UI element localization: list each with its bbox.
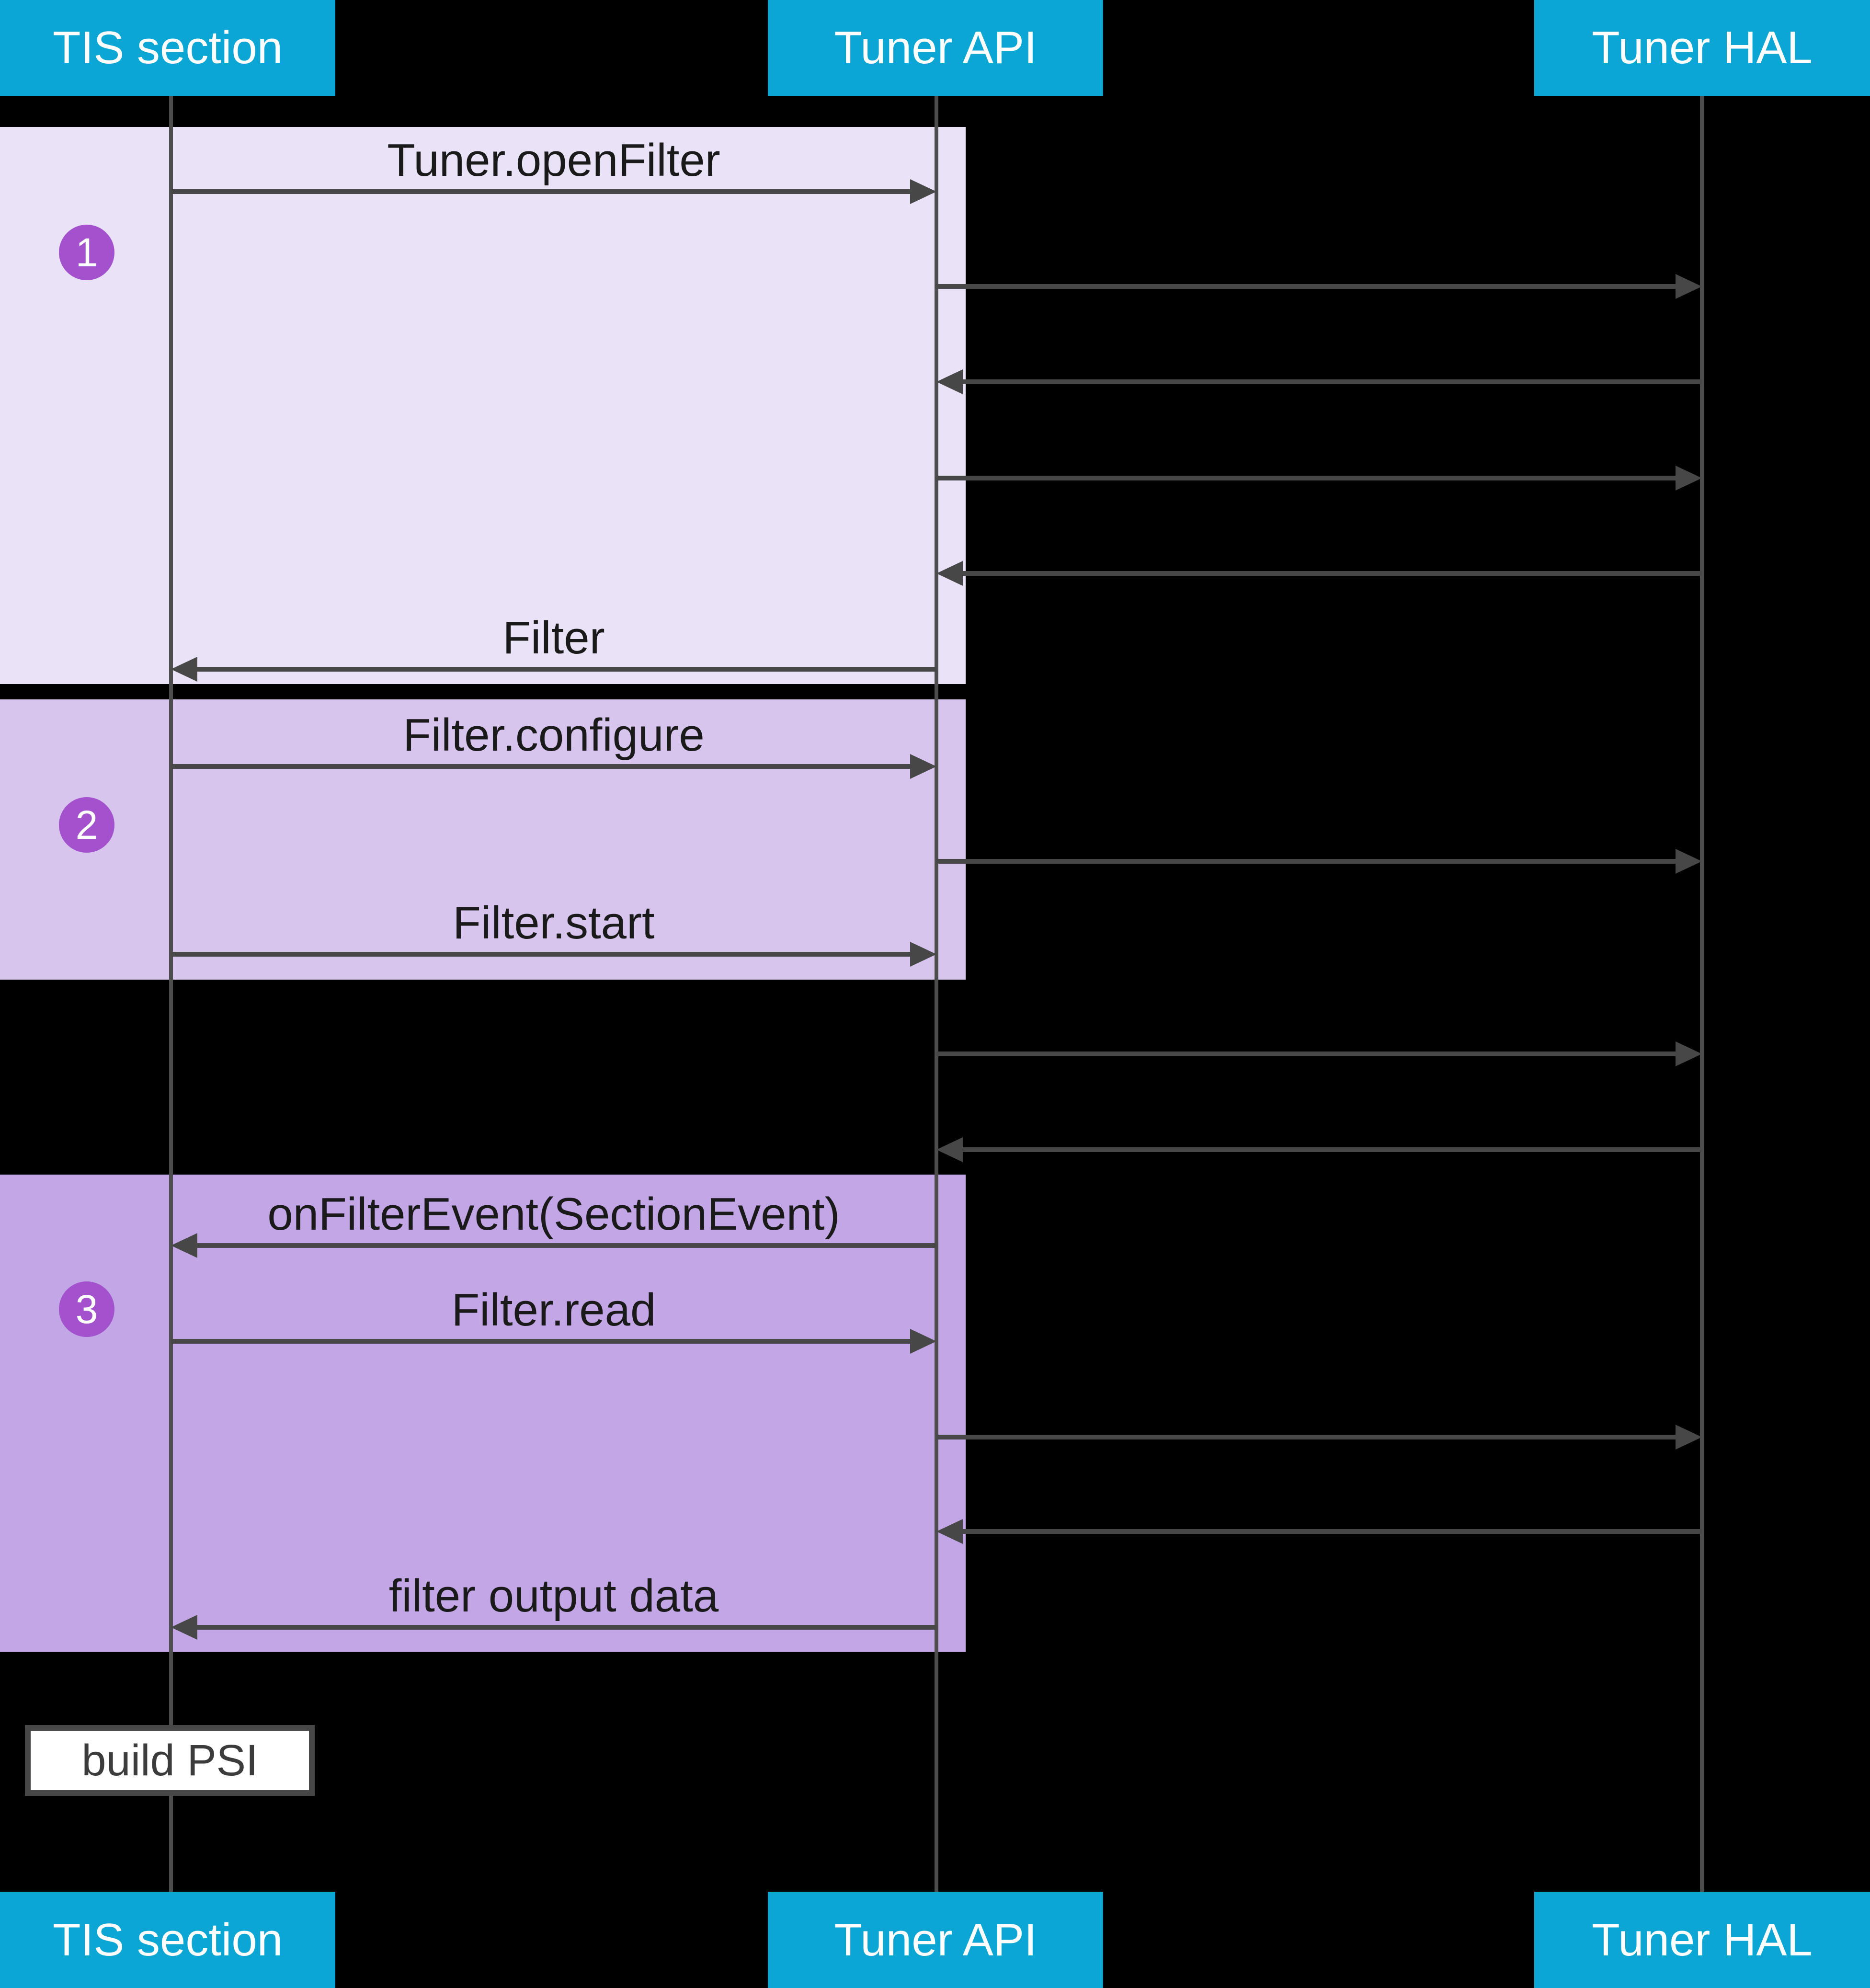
step-1-badge: 1 bbox=[59, 225, 114, 280]
arrow-api-to-hal bbox=[936, 1425, 1702, 1450]
message-label-filter-start: Filter.start bbox=[453, 897, 655, 948]
arrow-hal-to-api bbox=[936, 1137, 1702, 1162]
arrow-tis-to-api-start bbox=[171, 942, 936, 967]
arrow-tis-to-api-read bbox=[171, 1329, 936, 1354]
message-label-filter-output-data: filter output data bbox=[388, 1570, 719, 1622]
arrow-hal-to-api bbox=[936, 1519, 1702, 1544]
activation-block-step-1 bbox=[0, 127, 966, 684]
participant-header-tis-section-top: TIS section bbox=[0, 0, 335, 96]
participant-header-tuner-api-top: Tuner API bbox=[768, 0, 1103, 96]
activation-block-step-2 bbox=[0, 699, 966, 980]
arrow-tis-to-api-configure bbox=[171, 754, 936, 779]
participant-header-tuner-api-bottom: Tuner API bbox=[768, 1892, 1103, 1988]
step-3-badge: 3 bbox=[59, 1281, 114, 1337]
step-2-badge: 2 bbox=[59, 797, 114, 853]
participant-header-tuner-hal-top: Tuner HAL bbox=[1534, 0, 1870, 96]
arrow-api-to-hal bbox=[936, 1041, 1702, 1066]
message-label-onfilterevent: onFilterEvent(SectionEvent) bbox=[267, 1188, 840, 1240]
note-build-psi: build PSI bbox=[25, 1725, 315, 1796]
arrow-api-to-tis-filterevent bbox=[171, 1233, 936, 1258]
message-label-tuner-openfilter: Tuner.openFilter bbox=[387, 135, 720, 186]
lifeline-tuner-hal bbox=[1700, 96, 1704, 1892]
message-label-filter-read: Filter.read bbox=[451, 1284, 656, 1336]
participant-header-tis-section-bottom: TIS section bbox=[0, 1892, 335, 1988]
arrow-hal-to-api bbox=[936, 369, 1702, 394]
arrow-api-to-hal bbox=[936, 466, 1702, 491]
arrow-api-to-hal bbox=[936, 849, 1702, 874]
message-label-filter-return: Filter bbox=[502, 612, 605, 663]
message-label-filter-configure: Filter.configure bbox=[403, 709, 705, 761]
arrow-tis-to-api-openfilter bbox=[171, 179, 936, 204]
participant-header-tuner-hal-bottom: Tuner HAL bbox=[1534, 1892, 1870, 1988]
arrow-api-to-hal bbox=[936, 274, 1702, 299]
lifeline-tis-section bbox=[169, 96, 173, 1892]
arrow-hal-to-api bbox=[936, 561, 1702, 586]
activation-block-step-3 bbox=[0, 1175, 966, 1652]
lifeline-tuner-api bbox=[935, 96, 938, 1892]
arrow-api-to-tis-filter bbox=[171, 657, 936, 682]
arrow-api-to-tis-output-data bbox=[171, 1615, 936, 1640]
